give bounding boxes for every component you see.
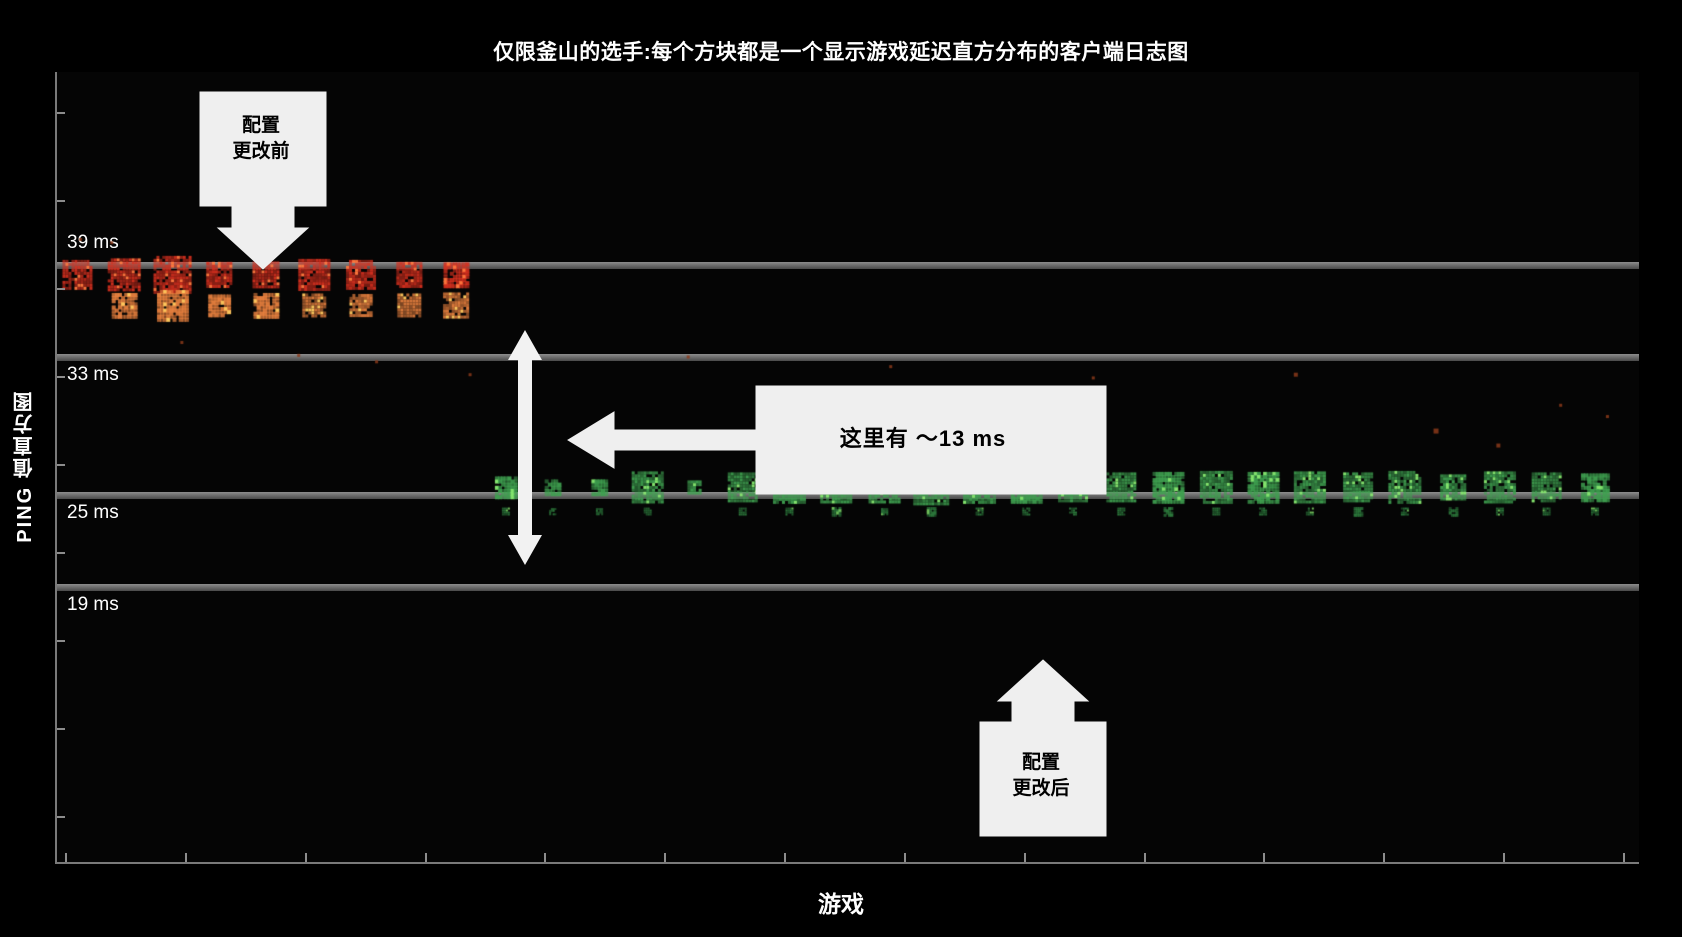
- x-axis-tick: [544, 853, 547, 862]
- x-axis-label: 游戏: [818, 891, 864, 917]
- x-axis-tick: [424, 853, 427, 862]
- page-title: 仅限釜山的选手:每个方块都是一个显示游戏延迟直方分布的客户端日志图: [493, 41, 1189, 64]
- x-axis-tick: [1503, 853, 1506, 862]
- callout-after-line2: 更改后: [1012, 778, 1070, 799]
- y-axis-label-text: PING 值直方图: [13, 389, 36, 543]
- x-axis-tick: [664, 853, 667, 862]
- callout-delta: 这里有 ～13 ms: [760, 386, 1086, 492]
- delta-span-arrow: [508, 330, 542, 565]
- callout-before-line1: 配置: [241, 115, 280, 137]
- y-axis-tick: [57, 552, 65, 554]
- y-axis-tick: [57, 112, 65, 114]
- x-axis-tick: [1143, 853, 1146, 862]
- x-axis-tick: [903, 853, 906, 862]
- x-axis-tick: [1623, 853, 1625, 862]
- x-axis-tick: [1023, 853, 1026, 862]
- y-axis-tick: [57, 640, 65, 642]
- callout-delta-shape: [567, 385, 1107, 495]
- y-axis-tick: [57, 200, 65, 202]
- callout-after-shape: [979, 659, 1107, 837]
- x-axis-tick: [304, 853, 307, 862]
- x-axis-tick: [784, 853, 787, 862]
- y-axis-tick: [57, 288, 65, 290]
- callout-delta-text: 这里有 ～13 ms: [839, 426, 1007, 452]
- y-axis-tick: [57, 376, 65, 378]
- callout-before-line2: 更改前: [232, 141, 290, 162]
- y-axis-tick: [57, 816, 65, 818]
- callout-after-line1: 配置: [1021, 752, 1060, 774]
- x-axis-tick: [1383, 853, 1386, 862]
- x-axis-tick: [1263, 853, 1266, 862]
- callout-after: 配置 更改后: [980, 726, 1102, 826]
- x-axis-tick: [184, 853, 187, 862]
- y-axis-label: PING 值直方图: [4, 390, 44, 547]
- callout-before: 配置 更改前: [200, 100, 322, 178]
- x-axis-tick: [65, 853, 67, 862]
- y-axis-tick: [57, 464, 65, 466]
- y-axis-tick: [57, 728, 65, 730]
- callout-before-shape: [199, 91, 327, 270]
